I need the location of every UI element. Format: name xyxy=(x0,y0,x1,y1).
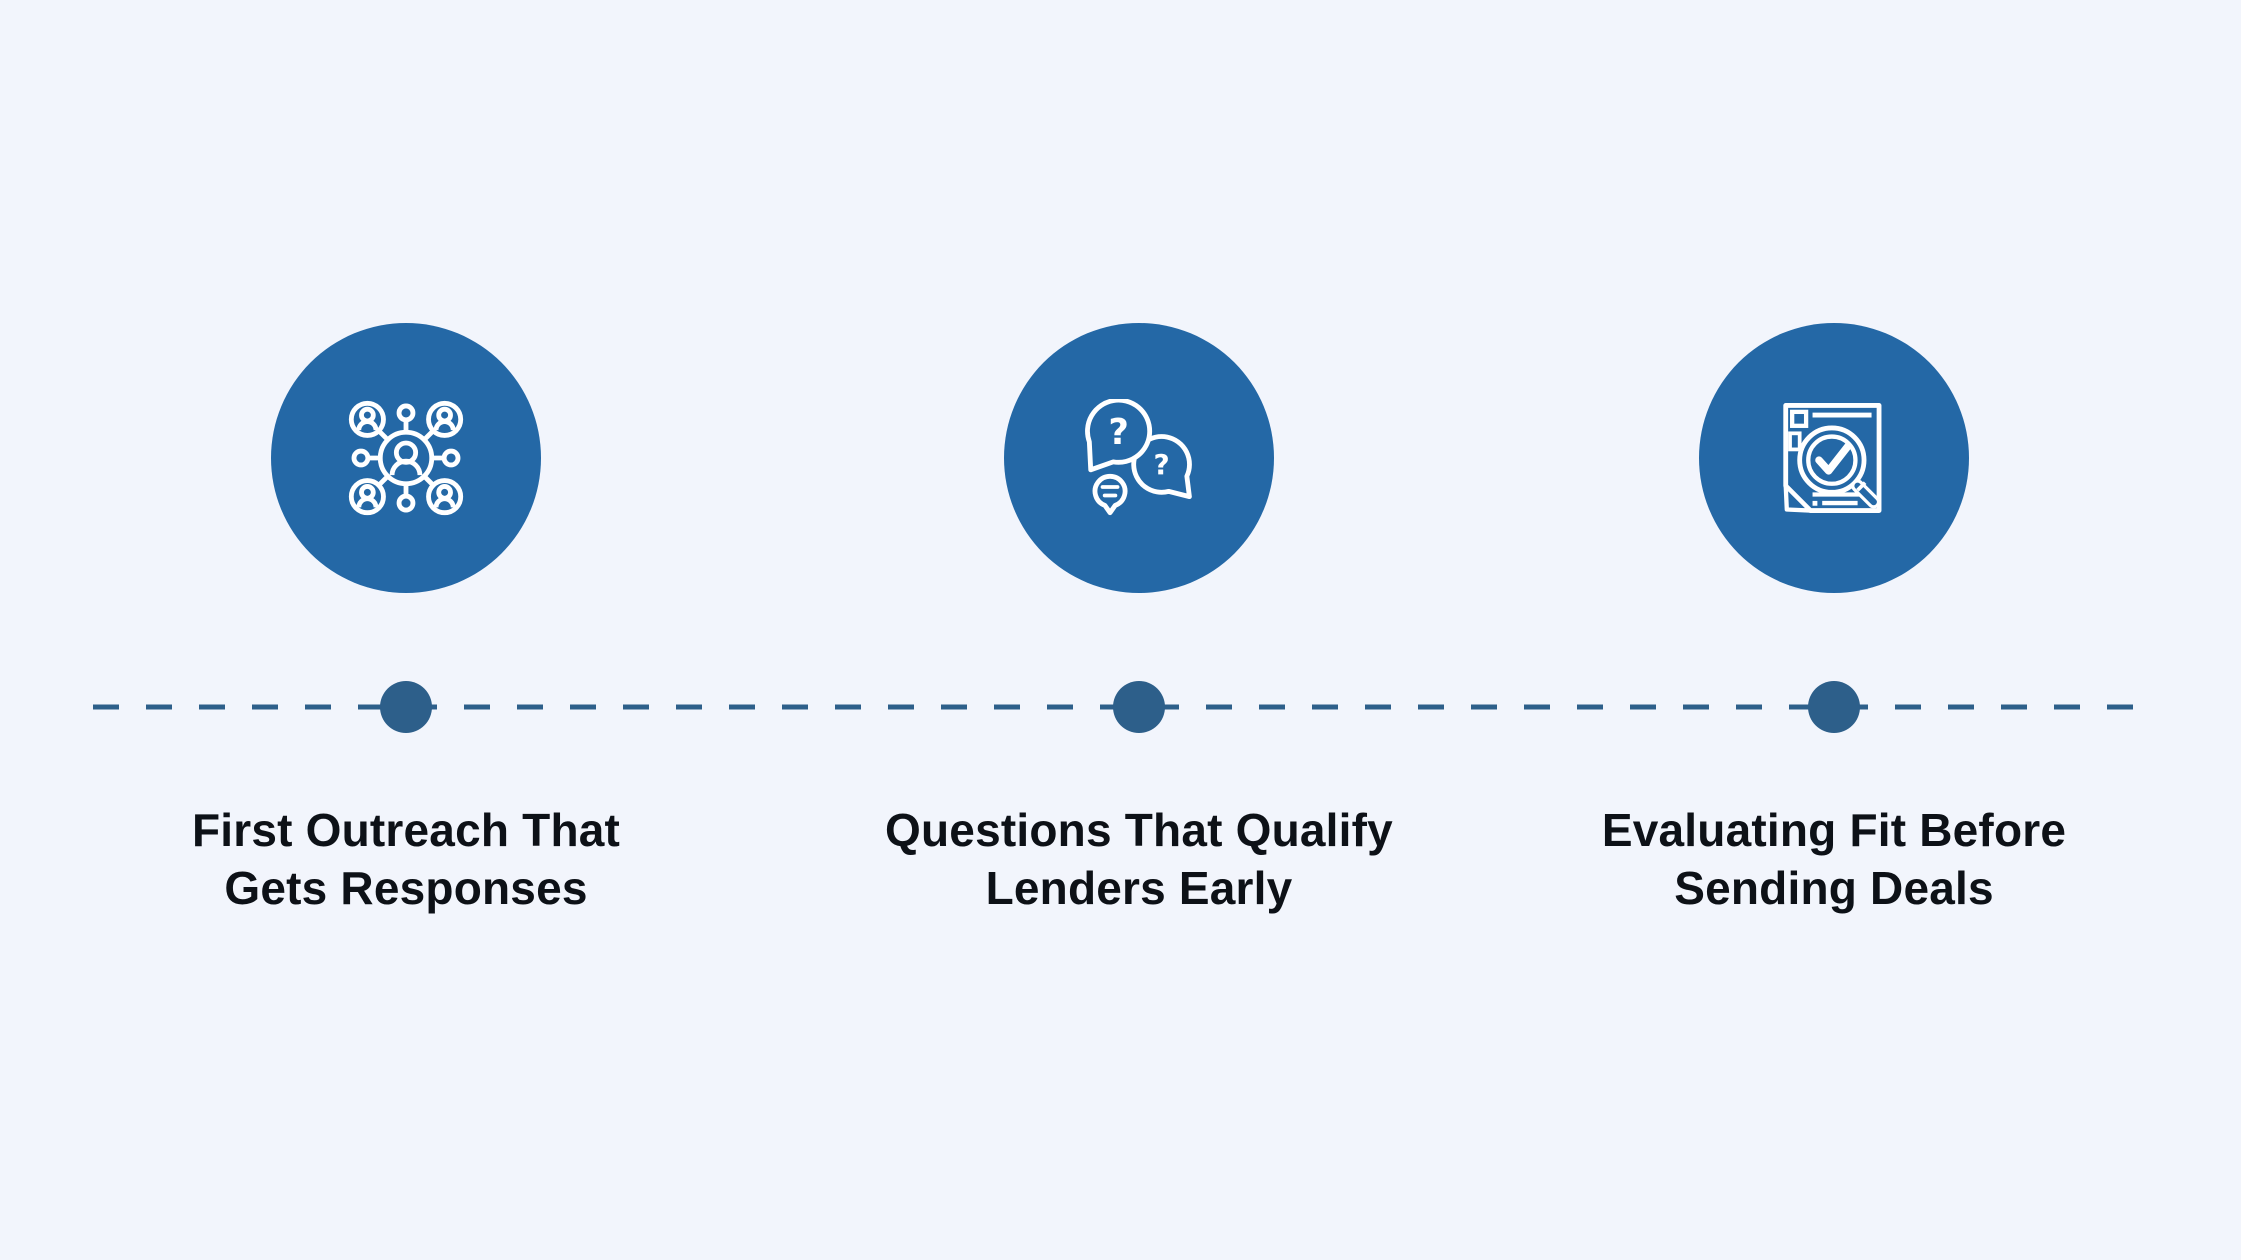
svg-text:?: ? xyxy=(1153,448,1169,481)
step-2-label-line1: Questions That Qualify xyxy=(885,804,1393,856)
step-3-label-line2: Sending Deals xyxy=(1674,861,1994,914)
timeline-step-2: ? ? Questions That Qualify Lenders Early xyxy=(819,323,1459,918)
network-people-icon xyxy=(348,400,464,516)
step-1-label: First Outreach That Gets Responses xyxy=(192,802,620,918)
step-1-circle xyxy=(271,323,541,593)
timeline-step-1: First Outreach That Gets Responses xyxy=(86,323,726,918)
step-3-label: Evaluating Fit Before Sending Deals xyxy=(1602,802,2066,918)
step-2-label-line2: Lenders Early xyxy=(985,861,1293,914)
step-2-label: Questions That Qualify Lenders Early xyxy=(885,802,1393,918)
question-bubbles-icon: ? ? xyxy=(1085,399,1192,516)
timeline-step-3: Evaluating Fit Before Sending Deals xyxy=(1514,323,2154,918)
step-1-label-line1: First Outreach That xyxy=(191,804,621,856)
svg-text:?: ? xyxy=(1108,412,1129,453)
step-3-label-line1: Evaluating Fit Before xyxy=(1601,804,2067,856)
document-review-icon xyxy=(1783,403,1882,513)
step-2-circle: ? ? xyxy=(1004,323,1274,593)
step-3-circle xyxy=(1699,323,1969,593)
step-1-label-line2: Gets Responses xyxy=(224,861,588,914)
